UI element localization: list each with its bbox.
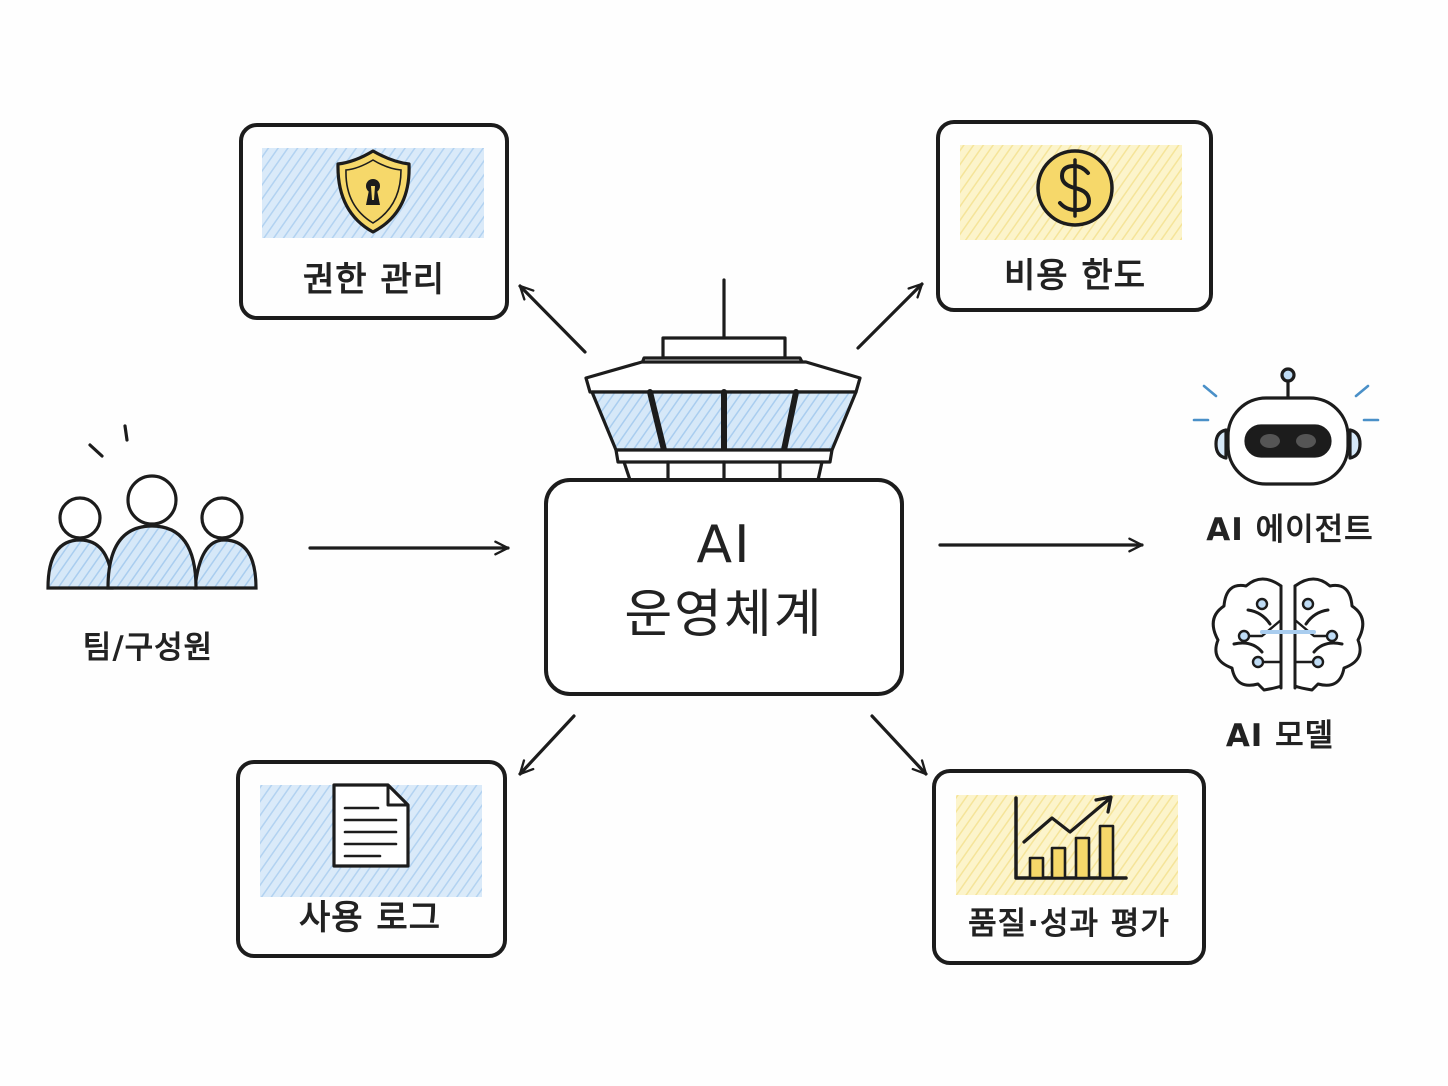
center-title-line1: AI: [696, 515, 752, 575]
cost-label: 비용 한도: [1004, 256, 1146, 296]
center-title-line2: 운영체계: [624, 585, 824, 645]
arrow-center-to-cost: [856, 282, 924, 350]
robot-icon: [1192, 367, 1380, 486]
quality-label: 품질·성과 평가: [968, 906, 1170, 942]
permission-box: [239, 123, 509, 320]
brain-circuit-icon: [1211, 577, 1365, 692]
team-label: 팀/구성원: [82, 630, 214, 666]
cost-box: [936, 120, 1213, 312]
log-box: [236, 760, 507, 958]
arrows: [308, 282, 1144, 776]
arrow-center-to-log: [518, 714, 576, 776]
control-tower-icon: [584, 278, 862, 482]
quality-box: [932, 769, 1206, 965]
arrow-center-to-permission: [518, 284, 587, 354]
arrow-center-to-quality: [870, 714, 928, 776]
shield-keyhole-icon: [336, 149, 411, 234]
agent-label: AI 에이전트: [1206, 512, 1374, 548]
bar-chart-trend-icon: [1014, 795, 1128, 880]
team-members-icon: [46, 424, 258, 590]
document-icon: [332, 783, 410, 868]
permission-label: 권한 관리: [303, 260, 445, 300]
center-box: [544, 478, 904, 696]
model-label: AI 모델: [1225, 718, 1335, 754]
dollar-coin-icon: [1036, 149, 1114, 227]
log-label: 사용 로그: [299, 898, 441, 938]
